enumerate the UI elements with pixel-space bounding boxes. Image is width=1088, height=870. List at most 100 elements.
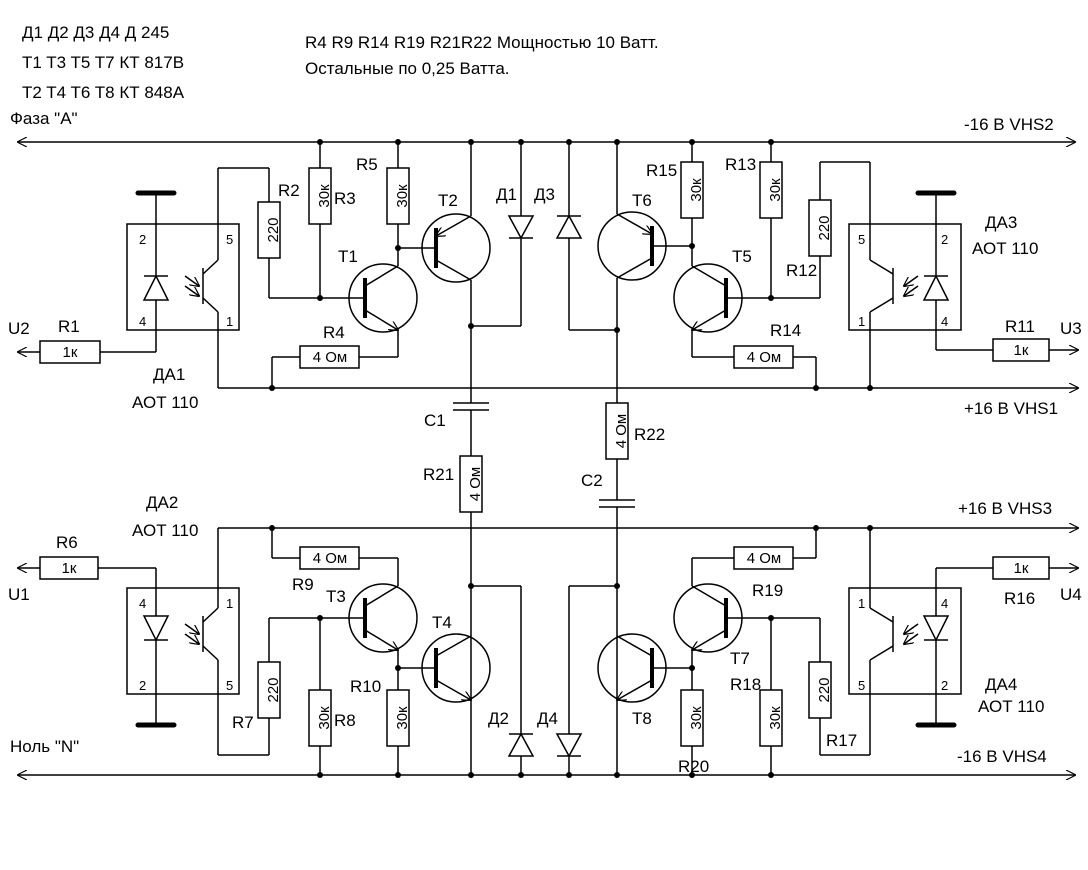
r19-label: R19: [752, 581, 783, 600]
svg-text:2: 2: [139, 232, 146, 247]
transistor-t4: [421, 633, 491, 703]
svg-text:4 Ом: 4 Ом: [747, 550, 782, 567]
r1-label: R1: [58, 317, 80, 336]
da2-type: АОТ 110: [132, 521, 198, 540]
svg-text:220: 220: [265, 677, 282, 702]
svg-text:1к: 1к: [63, 344, 78, 361]
r5-label: R5: [356, 155, 378, 174]
transistor-t8: [597, 633, 667, 703]
svg-text:1: 1: [858, 314, 865, 329]
vhs1-label: +16 В VHS1: [964, 399, 1058, 418]
svg-text:4 Ом: 4 Ом: [747, 349, 782, 366]
vhs4-label: -16 В VHS4: [957, 747, 1047, 766]
svg-text:4 Ом: 4 Ом: [313, 550, 348, 567]
svg-text:1: 1: [858, 596, 865, 611]
r22-label: R22: [634, 425, 665, 444]
vhs3-label: +16 В VHS3: [958, 499, 1052, 518]
d4-label: Д4: [537, 709, 558, 728]
svg-text:4 Ом: 4 Ом: [613, 414, 630, 449]
transistor-t6: [597, 211, 667, 281]
svg-text:5: 5: [226, 678, 233, 693]
r13-label: R13: [725, 155, 756, 174]
d2-label: Д2: [488, 709, 509, 728]
svg-text:220: 220: [265, 217, 282, 242]
resistor-r1: [39, 340, 101, 364]
svg-text:4: 4: [139, 314, 146, 329]
transistor-t7: [673, 583, 743, 653]
da4-led: [922, 615, 950, 642]
diode-d4: [555, 733, 583, 758]
diode-d2: [507, 732, 535, 757]
da3-type: АОТ 110: [972, 239, 1038, 258]
note-power-other: Остальные по 0,25 Ватта.: [305, 59, 510, 78]
svg-text:2: 2: [139, 678, 146, 693]
r2-label: R2: [278, 181, 300, 200]
svg-text:30к: 30к: [688, 706, 705, 730]
svg-text:30к: 30к: [394, 184, 411, 208]
svg-text:30к: 30к: [394, 706, 411, 730]
r16-label: R16: [1004, 589, 1035, 608]
da4-type: АОТ 110: [978, 697, 1044, 716]
r10-label: R10: [350, 677, 381, 696]
t1-label: T1: [338, 247, 358, 266]
svg-text:30к: 30к: [767, 706, 784, 730]
da2-name: ДА2: [146, 493, 178, 512]
r6-label: R6: [56, 533, 78, 552]
note-pnp-transistors: T2 T4 T6 T8 КТ 848А: [22, 83, 185, 102]
da3-name: ДА3: [985, 213, 1017, 232]
svg-text:220: 220: [816, 215, 833, 240]
d1-label: Д1: [496, 185, 517, 204]
optocoupler-da1: [126, 223, 240, 331]
svg-text:1к: 1к: [1014, 560, 1029, 577]
r7-label: R7: [232, 713, 254, 732]
diode-d3: [555, 214, 583, 239]
t8-label: T8: [632, 709, 652, 728]
u1-label: U1: [8, 585, 30, 604]
r18-label: R18: [730, 675, 761, 694]
t2-label: T2: [438, 191, 458, 210]
transistor-t5: [673, 263, 743, 333]
da1-name: ДА1: [153, 365, 185, 384]
svg-text:4 Ом: 4 Ом: [467, 467, 484, 502]
svg-text:4: 4: [941, 596, 948, 611]
svg-text:30к: 30к: [688, 178, 705, 202]
c1-label: C1: [424, 411, 446, 430]
svg-text:2: 2: [941, 678, 948, 693]
svg-text:1: 1: [226, 314, 233, 329]
t3-label: T3: [326, 587, 346, 606]
u4-label: U4: [1060, 585, 1082, 604]
r14-label: R14: [770, 321, 801, 340]
diode-d1: [507, 215, 535, 240]
transistor-t2: [421, 213, 491, 283]
r17-label: R17: [826, 731, 857, 750]
t7-label: T7: [730, 649, 750, 668]
r21-label: R21: [423, 465, 454, 484]
da4-name: ДА4: [985, 675, 1017, 694]
u2-label: U2: [8, 319, 30, 338]
d3-label: Д3: [534, 185, 555, 204]
note-npn-transistors: T1 T3 T5 T7 КТ 817В: [22, 53, 184, 72]
r4-label: R4: [323, 323, 345, 342]
svg-text:2: 2: [941, 232, 948, 247]
svg-text:220: 220: [816, 677, 833, 702]
svg-text:30к: 30к: [316, 184, 333, 208]
r3-label: R3: [334, 189, 356, 208]
svg-text:4 Ом: 4 Ом: [313, 349, 348, 366]
vhs2-label: -16 В VHS2: [964, 115, 1054, 134]
note-diodes: Д1 Д2 Д3 Д4 Д 245: [22, 23, 169, 42]
r9-label: R9: [292, 575, 314, 594]
t5-label: T5: [732, 247, 752, 266]
svg-text:4: 4: [941, 314, 948, 329]
t4-label: T4: [432, 613, 452, 632]
r20-label: R20: [678, 757, 709, 776]
optocoupler-da2: [126, 587, 240, 695]
transistor-t3: [348, 583, 418, 653]
r15-label: R15: [646, 161, 677, 180]
da2-led: [142, 615, 170, 642]
t6-label: T6: [632, 191, 652, 210]
svg-text:30к: 30к: [767, 178, 784, 202]
svg-text:5: 5: [858, 232, 865, 247]
u3-label: U3: [1060, 319, 1082, 338]
phase-label: Фаза "A": [10, 109, 78, 128]
